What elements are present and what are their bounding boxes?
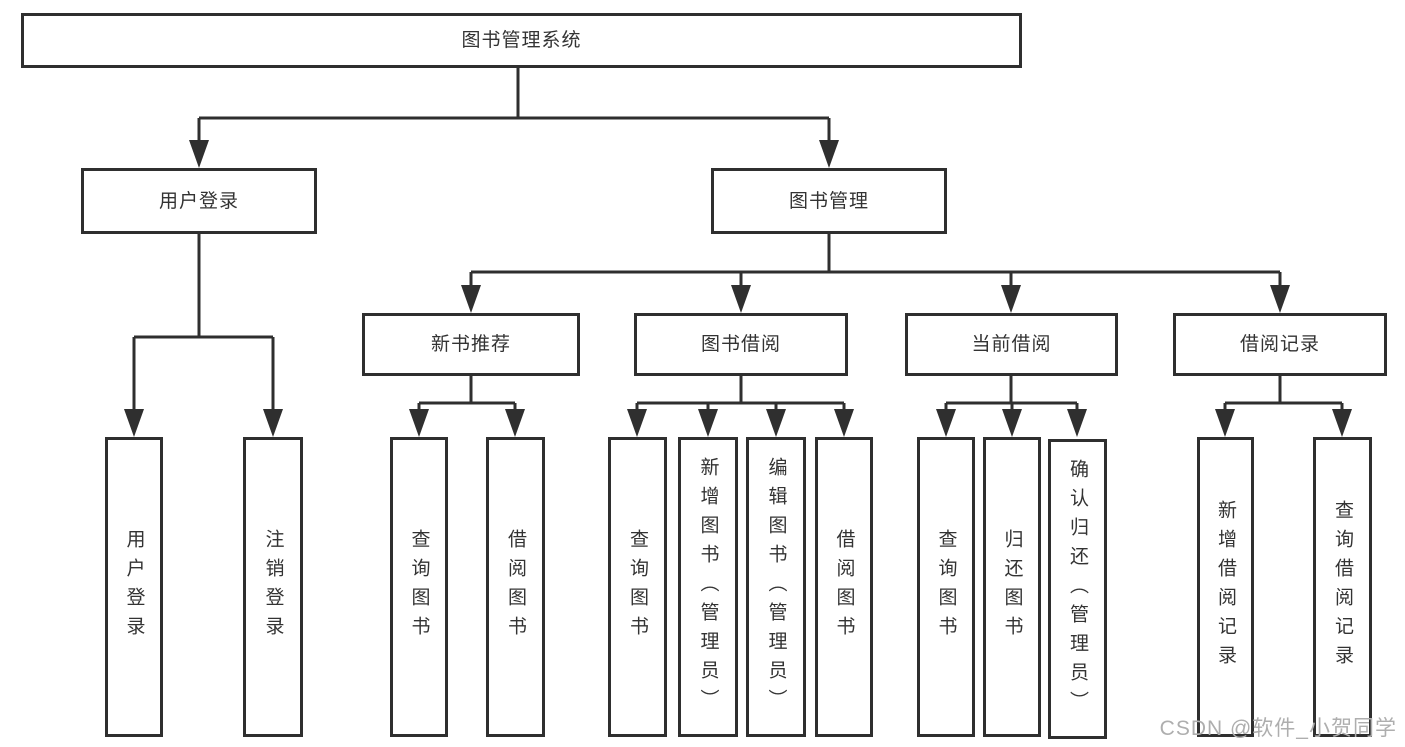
arrow-down-icon [766, 409, 786, 437]
connector-records-to-children [1223, 376, 1344, 412]
connector-currentborrow-to-children [944, 376, 1079, 412]
arrow-down-icon [1270, 285, 1290, 313]
node-borrow-edit-book: 编辑图书（管理员） [746, 437, 806, 737]
connector-root-to-level2 [197, 68, 831, 142]
node-borrow-add-book: 新增图书（管理员） [678, 437, 738, 737]
arrow-down-icon [461, 285, 481, 313]
node-book-borrow: 图书借阅 [634, 313, 848, 376]
arrow-down-icon [189, 140, 209, 168]
connector-bookborrow-to-children [635, 376, 846, 412]
arrow-down-icon [627, 409, 647, 437]
arrow-down-icons [124, 140, 1352, 437]
arrow-down-icon [1215, 409, 1235, 437]
arrow-down-icon [1001, 285, 1021, 313]
arrow-down-icon [1067, 409, 1087, 437]
node-new-book-recommend-label: 新书推荐 [430, 334, 511, 355]
node-logout: 注销登录 [243, 437, 303, 737]
node-login: 用户登录 [105, 437, 163, 737]
arrow-down-icon [698, 409, 718, 437]
node-new-book-recommend: 新书推荐 [362, 313, 580, 376]
node-book-management-label: 图书管理 [788, 190, 869, 212]
node-user-login-label: 用户登录 [158, 190, 239, 212]
arrow-down-icon [936, 409, 956, 437]
node-root: 图书管理系统 [21, 13, 1022, 68]
node-rec-borrow-book-label: 借阅图书 [505, 529, 526, 645]
node-current-borrow-label: 当前借阅 [971, 334, 1052, 355]
arrow-down-icon [505, 409, 525, 437]
node-book-management: 图书管理 [711, 168, 947, 234]
node-rec-borrow-book: 借阅图书 [486, 437, 545, 737]
node-borrow-edit-book-label: 编辑图书（管理员） [765, 456, 787, 718]
node-current-borrow: 当前借阅 [905, 313, 1118, 376]
arrow-down-icon [409, 409, 429, 437]
node-borrow-query-book: 查询图书 [608, 437, 667, 737]
node-current-confirm-return: 确认归还（管理员） [1048, 439, 1107, 739]
node-records-add: 新增借阅记录 [1197, 437, 1254, 737]
node-records-query-label: 查询借阅记录 [1332, 500, 1353, 674]
arrow-down-icon [834, 409, 854, 437]
node-records-add-label: 新增借阅记录 [1215, 500, 1236, 674]
arrow-down-icon [263, 409, 283, 437]
arrow-down-icon [819, 140, 839, 168]
node-current-query-book: 查询图书 [917, 437, 975, 737]
node-root-label: 图书管理系统 [461, 30, 582, 51]
node-book-borrow-label: 图书借阅 [700, 334, 781, 355]
node-records-query: 查询借阅记录 [1313, 437, 1372, 737]
node-user-login: 用户登录 [81, 168, 317, 234]
arrow-down-icon [731, 285, 751, 313]
node-current-query-book-label: 查询图书 [935, 529, 957, 645]
node-current-return-book: 归还图书 [983, 437, 1041, 737]
arrow-down-icon [124, 409, 144, 437]
node-login-label: 用户登录 [123, 529, 145, 645]
node-borrow-borrow-book: 借阅图书 [815, 437, 873, 737]
connector-bookmgmt-to-level3 [469, 234, 1282, 288]
node-logout-label: 注销登录 [262, 529, 284, 645]
node-borrow-borrow-book-label: 借阅图书 [833, 529, 855, 645]
node-rec-query-book-label: 查询图书 [408, 529, 430, 645]
node-current-confirm-return-label: 确认归还（管理员） [1067, 458, 1088, 720]
node-borrow-query-book-label: 查询图书 [627, 529, 648, 645]
arrow-down-icon [1332, 409, 1352, 437]
node-borrow-records-label: 借阅记录 [1239, 334, 1320, 355]
node-borrow-add-book-label: 新增图书（管理员） [697, 456, 719, 718]
connector-userlogin-to-children [132, 234, 275, 411]
node-current-return-book-label: 归还图书 [1001, 529, 1023, 645]
connector-newrec-to-children [417, 376, 517, 412]
node-borrow-records: 借阅记录 [1173, 313, 1387, 376]
arrow-down-icon [1002, 409, 1022, 437]
node-rec-query-book: 查询图书 [390, 437, 448, 737]
watermark: CSDN @软件_小贺同学 [1159, 717, 1397, 740]
